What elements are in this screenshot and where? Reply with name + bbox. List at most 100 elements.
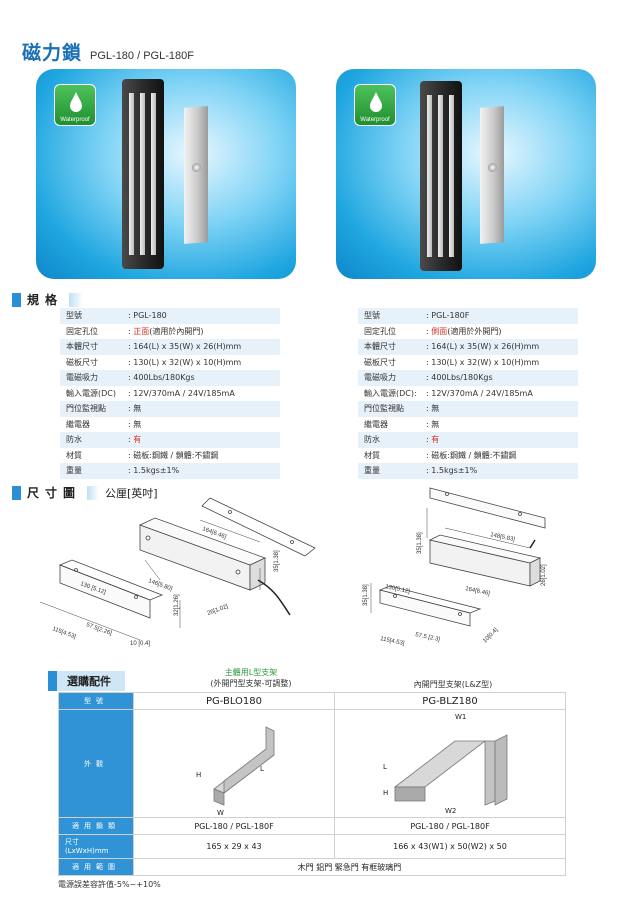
dims-section-header: 尺寸圖 公厘[英吋]: [12, 484, 158, 501]
spec-key: 輸入電源(DC): [66, 388, 116, 398]
spec-value-text: 130(L) x 32(W) x 10(H)mm: [133, 357, 242, 367]
table-cell: PGL-180 / PGL-180F: [334, 817, 566, 835]
spec-value: : 164(L) x 35(W) x 26(H)mm: [426, 342, 540, 352]
dim-label: 35[1.38]: [417, 532, 423, 554]
spec-value-text: 12V/370mA / 24V/185mA: [133, 388, 235, 398]
spec-key: 固定孔位: [66, 326, 98, 336]
spec-row: 磁板尺寸: 130(L) x 32(W) x 10(H)mm: [60, 355, 280, 371]
lock-body: [420, 81, 462, 271]
spec-value: : 磁板:鋼鐵 / 鎖體:不鏽鋼: [128, 450, 219, 460]
caption-line: 主體用L型支架: [224, 668, 278, 677]
spec-key: 固定孔位: [364, 326, 396, 336]
dimension-drawing-pgl180f: 148[5.83] 35[1.38] 130[5.12] 164[6.46] 2…: [363, 487, 547, 647]
spec-value: : PGL-180: [128, 311, 167, 321]
dim-label: 32[1.26]: [174, 594, 180, 616]
spec-key: 本體尺寸: [364, 342, 396, 352]
spec-key: 門位監視點: [364, 404, 404, 414]
table-row: 尺寸 (LxWxH)mm 165 x 29 x 43 166 x 43(W1) …: [58, 834, 566, 859]
water-drop-icon: [370, 92, 382, 112]
spec-value: : 磁板:鋼鐵 / 鎖體:不鏽鋼: [426, 450, 517, 460]
spec-heading: 規格: [27, 293, 64, 307]
spec-value: : 400Lbs/180Kgs: [426, 373, 493, 383]
waterproof-label: Waterproof: [60, 117, 90, 123]
spec-value: : 有: [128, 435, 142, 445]
spec-value: : 130(L) x 32(W) x 10(H)mm: [128, 357, 242, 367]
spec-row: 固定孔位: 正面(適用於內開門): [60, 324, 280, 340]
page-title: 磁力鎖 PGL-180 / PGL-180F: [22, 38, 194, 65]
spec-row: 材質: 磁板:鋼鐵 / 鎖體:不鏽鋼: [358, 448, 578, 464]
spec-key: 繼電器: [364, 419, 388, 429]
dim-label: 115[4.53]: [51, 626, 76, 640]
spec-key: 繼電器: [66, 419, 90, 429]
table-cell: 166 x 43(W1) x 50(W2) x 50: [334, 834, 566, 859]
accessories-header: 選購配件: [48, 670, 125, 691]
spec-section-header: 規格: [12, 291, 84, 308]
spec-value-text: 無: [431, 419, 440, 429]
title-zh: 磁力鎖: [22, 42, 83, 64]
row-label: 型號: [58, 692, 134, 710]
bracket-l-image: H L W: [133, 709, 335, 818]
dim-letter: L: [260, 765, 264, 773]
spec-value: : 164(L) x 35(W) x 26(H)mm: [128, 342, 242, 352]
row-label-line: (LxWxH)mm: [65, 846, 109, 855]
spec-value-highlight: 側面: [431, 326, 448, 336]
spec-row: 型號: PGL-180F: [358, 308, 578, 324]
spec-key: 磁板尺寸: [364, 357, 396, 367]
spec-row: 防水: 有: [60, 432, 280, 448]
table-row: 型號 PG-BLO180 PG-BLZ180: [58, 692, 566, 710]
spec-key: 材質: [66, 450, 82, 460]
spec-value-text: 400Lbs/180Kgs: [133, 373, 195, 383]
table-cell: PG-BLZ180: [334, 692, 566, 710]
spec-value: : 12V/370mA / 24V/185mA: [128, 388, 235, 398]
row-label: 適用範圍: [58, 858, 134, 876]
dims-unit: 公厘[英吋]: [105, 486, 158, 500]
spec-key: 電磁吸力: [364, 373, 396, 383]
spec-row: 輸入電源(DC):: 12V/370mA / 24V/185mA: [358, 386, 578, 402]
spec-row: 電磁吸力: 400Lbs/180Kgs: [60, 370, 280, 386]
dim-label: 10[0.4]: [482, 627, 499, 644]
dim-label: 26[1.02]: [207, 604, 230, 617]
spec-value: : 400Lbs/180Kgs: [128, 373, 195, 383]
dim-label: 57.5 [2.3]: [415, 632, 441, 643]
spec-value-highlight: 有: [431, 435, 440, 445]
dim-letter: W: [217, 809, 224, 815]
table-cell: PGL-180 / PGL-180F: [133, 817, 335, 835]
spec-value: : 1.5kgs±1%: [128, 466, 180, 476]
spec-value-highlight: 正面: [133, 326, 150, 336]
dim-letter: H: [383, 789, 388, 797]
dim-label: 26[1.02]: [541, 564, 547, 586]
dim-label: 35[1.38]: [274, 550, 280, 572]
table-cell: 木門 鋁門 緊急門 有框玻璃門: [133, 858, 566, 876]
bracket-lz-image: L H W1 W2: [334, 709, 566, 818]
spec-value-text: 164(L) x 35(W) x 26(H)mm: [133, 342, 242, 352]
spec-value-text: 無: [431, 404, 440, 414]
spec-key: 型號: [66, 311, 82, 321]
dim-letter: W2: [445, 807, 456, 815]
waterproof-badge: Waterproof: [54, 84, 96, 126]
spec-row: 重量: 1.5kgs±1%: [358, 463, 578, 479]
table-cell: 165 x 29 x 43: [133, 834, 335, 859]
accessory-caption-2: 內開門型支架(L&Z型): [413, 680, 493, 689]
spec-row: 固定孔位 : 側面(適用於外開門): [358, 324, 578, 340]
dim-label: 164[6.46]: [465, 586, 491, 597]
spec-value-text: 130(L) x 32(W) x 10(H)mm: [431, 357, 540, 367]
spec-key: 輸入電源(DC):: [364, 388, 417, 398]
dim-label: 148[5.83]: [490, 532, 516, 543]
row-label-line: 尺寸: [65, 837, 79, 846]
spec-value-text: PGL-180: [133, 311, 167, 321]
spec-row: 門位監視點: 無: [60, 401, 280, 417]
spec-key: 重量: [66, 466, 82, 476]
spec-value: : 130(L) x 32(W) x 10(H)mm: [426, 357, 540, 367]
spec-row: 型號 : PGL-180: [60, 308, 280, 324]
dims-heading: 尺寸圖: [27, 486, 82, 500]
spec-value: : 1.5kgs±1%: [426, 466, 478, 476]
spec-row: 本體尺寸: 164(L) x 35(W) x 26(H)mm: [60, 339, 280, 355]
water-drop-icon: [70, 92, 82, 112]
spec-value: : 側面(適用於外開門): [426, 326, 502, 336]
armature-plate: [480, 106, 504, 244]
spec-value: : 無: [128, 404, 142, 414]
dim-label: 10 [0.4]: [130, 641, 150, 647]
dim-label: 130[5.12]: [385, 584, 411, 595]
waterproof-badge: Waterproof: [354, 84, 396, 126]
spec-value-text: 12V/370mA / 24V/185mA: [431, 388, 533, 398]
